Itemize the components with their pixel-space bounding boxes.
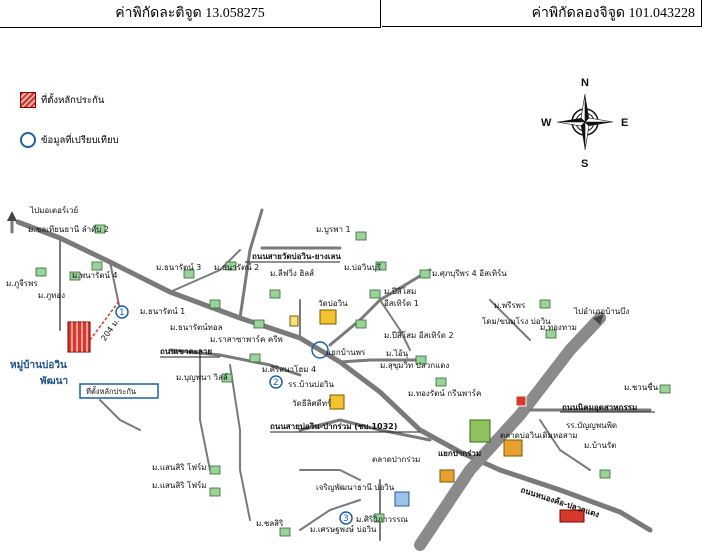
place-label: ม.ชลเทียนธานี ลำดับ 2 xyxy=(28,225,109,234)
project-name-line2: พัฒนา xyxy=(40,375,68,387)
collateral-marker-icon xyxy=(20,92,36,108)
market-icon xyxy=(503,439,523,457)
place-label: ม.ธนารัตน์ทอล xyxy=(170,322,223,332)
place-label: ม.บุญพนา วิลล์ xyxy=(176,372,228,382)
place-label: ตลาดบ่อวินเดิมหอสาม xyxy=(500,431,578,440)
landmarks xyxy=(289,309,585,523)
place-label: ม.ภูทอง xyxy=(38,291,65,301)
place-label: ม.พรีรพร xyxy=(494,301,526,310)
compass-south: S xyxy=(581,158,588,170)
place-label: ม.ศิริสนาโฮม 4 xyxy=(262,364,316,374)
place-label: ม.ราสาซาพาร์ค ครีพ xyxy=(210,334,283,344)
place-label: ม.สุขุมวิท ปลวกแดง xyxy=(380,361,449,370)
road-bowin-yang-loen: ถนนสายวัดบ่อวิน-ยางเลน xyxy=(252,252,341,261)
subject-property: 204 ม. หมู่บ้านบ่อวิน พัฒนา ที่ตั้งหลักป… xyxy=(10,299,159,399)
place-label: แยกปากร่วม xyxy=(438,449,481,458)
place-label: ม.ไอ้นุ xyxy=(386,349,409,358)
place-label: เจริญพัฒนาธานี บ่อวิน xyxy=(316,483,395,492)
place-label: ม.พนารัตน์ 4 xyxy=(72,270,118,280)
comparison-1-marker xyxy=(115,305,129,319)
market-icon-2 xyxy=(439,469,455,483)
place-label: ม.แสนสิริ โฟร์ม xyxy=(152,462,207,472)
road-network xyxy=(7,208,653,551)
temple-icon xyxy=(319,309,337,325)
place-label: ม.ธนารัตน์ 2 xyxy=(214,262,259,272)
place-label: ม.ศุภบุรีพร 4 อีสเทิร์น xyxy=(432,268,507,278)
place-label: ม.บ้านรัต xyxy=(584,441,616,450)
place-label: วัดบ่อวิน xyxy=(318,299,348,308)
compass-west: W xyxy=(541,117,552,129)
place-label: ม.ชวนชื่น xyxy=(624,381,659,392)
building-icon xyxy=(394,491,410,507)
place-label: ม.บ่อวินบุรี xyxy=(344,263,382,272)
collateral-callout-text: ที่ตั้งหลักประกัน xyxy=(86,386,136,396)
place-label: ม.ธนารัตน์ 3 xyxy=(156,262,201,272)
compass-east: E xyxy=(621,117,628,129)
collateral-callout-box xyxy=(79,383,159,399)
school-icon xyxy=(289,315,299,327)
place-label: วัดธีลิศดีทร์ xyxy=(292,398,332,408)
place-label: ม.แสนสิริ โฟร์ม xyxy=(152,480,207,490)
place-label: ม.ลีฟวิ่ง ฮิลส์ xyxy=(270,267,314,278)
place-label: โดม/ขนมโรง บ่อวิน xyxy=(482,316,551,326)
place-label: ม.ภูจีรพร xyxy=(6,279,38,289)
project-name-line1: หมู่บ้านบ่อวิน xyxy=(10,359,67,372)
place-label: ม.ศิริวิภาวรรณ xyxy=(356,515,409,524)
distance-label: 204 ม. xyxy=(99,317,121,343)
longitude-label: ค่าพิกัดลองจิจูด 101.043228 xyxy=(382,0,702,27)
place-label: ถนนนิคมอุตสาหกรรม xyxy=(562,403,637,413)
place-label: ม.ชลสิริ xyxy=(256,519,284,528)
place-label: รร.บัญญพนพิด xyxy=(566,421,617,430)
comparison-2-marker xyxy=(269,375,283,389)
place-label: ตลาดปากร่วม xyxy=(372,455,420,464)
comparison-3-marker xyxy=(339,511,353,525)
compass-north: N xyxy=(581,77,589,89)
coordinates-header: ค่าพิกัดละติจูด 13.058275 ค่าพิกัดลองจิจ… xyxy=(0,0,707,29)
latitude-label: ค่าพิกัดละติจูด 13.058275 xyxy=(0,0,381,28)
road-thung-sai: ถนนเขาตะลาย xyxy=(160,347,212,356)
place-labels: ม.ชลเทียนธานี ลำดับ 2 ม.ภูจีรพร ม.พนารัต… xyxy=(6,225,659,534)
place-label: แยกบ้านพร xyxy=(326,348,366,357)
road-label-lines xyxy=(160,261,655,433)
village-icons xyxy=(35,224,671,537)
place-label: ม.ปีสิโสม xyxy=(384,286,416,296)
comparison-1-number: 1 xyxy=(119,308,125,318)
place-label: ม.ทองทาม xyxy=(540,323,577,332)
direction-ban-bueng: ไปอำเภอบ้านบึง xyxy=(573,307,629,316)
roundabout-icon xyxy=(311,341,329,359)
place-label: ม.ปีสิโสม อีสเทิร์ด 2 xyxy=(384,330,454,340)
comparison-markers: 1 2 3 xyxy=(115,305,353,525)
place-label: ม.บูรพา 1 xyxy=(316,225,351,235)
direction-outer-ring: ไปมอเตอร์เวย์ xyxy=(29,205,78,215)
store-icon xyxy=(559,509,585,523)
place-label: รร.บ้านบ่อวิน xyxy=(288,380,335,389)
collateral-plot xyxy=(67,321,91,353)
mall-icon xyxy=(469,419,491,443)
temple-icon-2 xyxy=(329,394,345,410)
comparison-3-number: 3 xyxy=(343,514,349,524)
legend-collateral: ที่ตั้งหลักประกัน xyxy=(20,92,104,108)
comparison-marker-icon xyxy=(20,132,36,148)
legend-comparison: ข้อมูลที่เปรียบเทียบ xyxy=(20,132,119,148)
hospital-icon xyxy=(515,395,527,407)
comparison-2-number: 2 xyxy=(273,378,279,388)
road-bowin-pak-ruam: ถนนสายบ่อวิน-ปากร่วม (ชบ.1032) xyxy=(270,422,397,431)
place-label: ม.ทองรัตน์ กรีนพาร์ค xyxy=(408,388,481,398)
legend-comparison-text: ข้อมูลที่เปรียบเทียบ xyxy=(41,134,119,146)
place-label: ม.เศรษฐพงษ์ บ่อวิน xyxy=(310,524,377,534)
compass-rose: N S E W xyxy=(541,77,628,170)
place-label: อีสเทิร์ด 1 xyxy=(384,298,419,308)
legend-collateral-text: ที่ตั้งหลักประกัน xyxy=(41,94,105,106)
place-label: ม.ธนารัตน์ 1 xyxy=(140,306,185,316)
